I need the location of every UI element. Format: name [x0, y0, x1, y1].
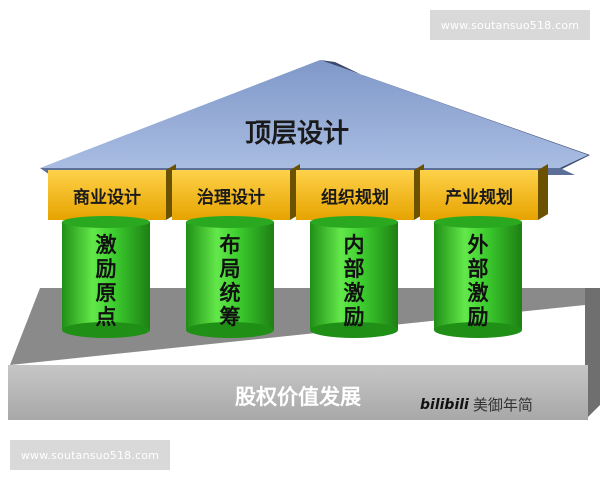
beam-block: [172, 170, 290, 220]
watermark-url-top: www.soutansuo518.com: [430, 10, 590, 40]
beam-block: [48, 170, 166, 220]
base-front-face: [8, 365, 588, 420]
pillar-char: 激: [96, 233, 117, 257]
pillar-char: 部: [344, 257, 365, 281]
bilibili-credit: bilibili 美御年简: [420, 394, 533, 415]
pillar-char: 激: [468, 281, 489, 305]
roof: 顶层设计: [40, 60, 590, 175]
beam-label: 产业规划: [445, 187, 513, 208]
pillar-body: [434, 222, 522, 330]
pillar-char: 部: [468, 257, 489, 281]
pillar-char: 励: [96, 257, 117, 281]
pillar-char: 局: [220, 257, 241, 281]
credit-handle: 美御年简: [472, 396, 533, 414]
pillar-top: [434, 216, 522, 228]
pillar-bottom: [434, 322, 522, 338]
pillar-char: 内: [344, 233, 365, 257]
roof-title: 顶层设计: [245, 119, 349, 149]
beam-block: [420, 170, 538, 220]
pillar-top: [310, 216, 398, 228]
pillar-bottom: [186, 322, 274, 338]
pillar-char: 布: [220, 233, 241, 257]
base-right-face: [585, 288, 600, 420]
pillar-top: [186, 216, 274, 228]
pillar-bottom: [310, 322, 398, 338]
beam-label: 组织规划: [321, 187, 389, 208]
beam-label: 治理设计: [197, 187, 265, 208]
pillar-char: 原: [96, 281, 117, 305]
beam-label: 商业设计: [73, 187, 141, 208]
pillar-top: [62, 216, 150, 228]
beam-side: [538, 164, 548, 220]
pillar-char: 筹: [220, 305, 241, 329]
roof-front-face: [40, 60, 588, 168]
pillar-body: [310, 222, 398, 330]
pillar-char: 外: [468, 233, 489, 257]
pillar-char: 激: [344, 281, 365, 305]
pillar-char: 励: [344, 305, 365, 329]
pillar-char: 励: [468, 305, 489, 329]
pillar-char: 点: [96, 305, 117, 329]
watermark-url-bottom: www.soutansuo518.com: [10, 440, 170, 470]
pillar-body: [62, 222, 150, 330]
pillar-body: [186, 222, 274, 330]
pillar-bottom: [62, 322, 150, 338]
beam-block: [296, 170, 414, 220]
pillar-char: 统: [220, 281, 241, 305]
bilibili-logo: bilibili: [420, 396, 469, 413]
base-label: 股权价值发展: [235, 385, 361, 409]
